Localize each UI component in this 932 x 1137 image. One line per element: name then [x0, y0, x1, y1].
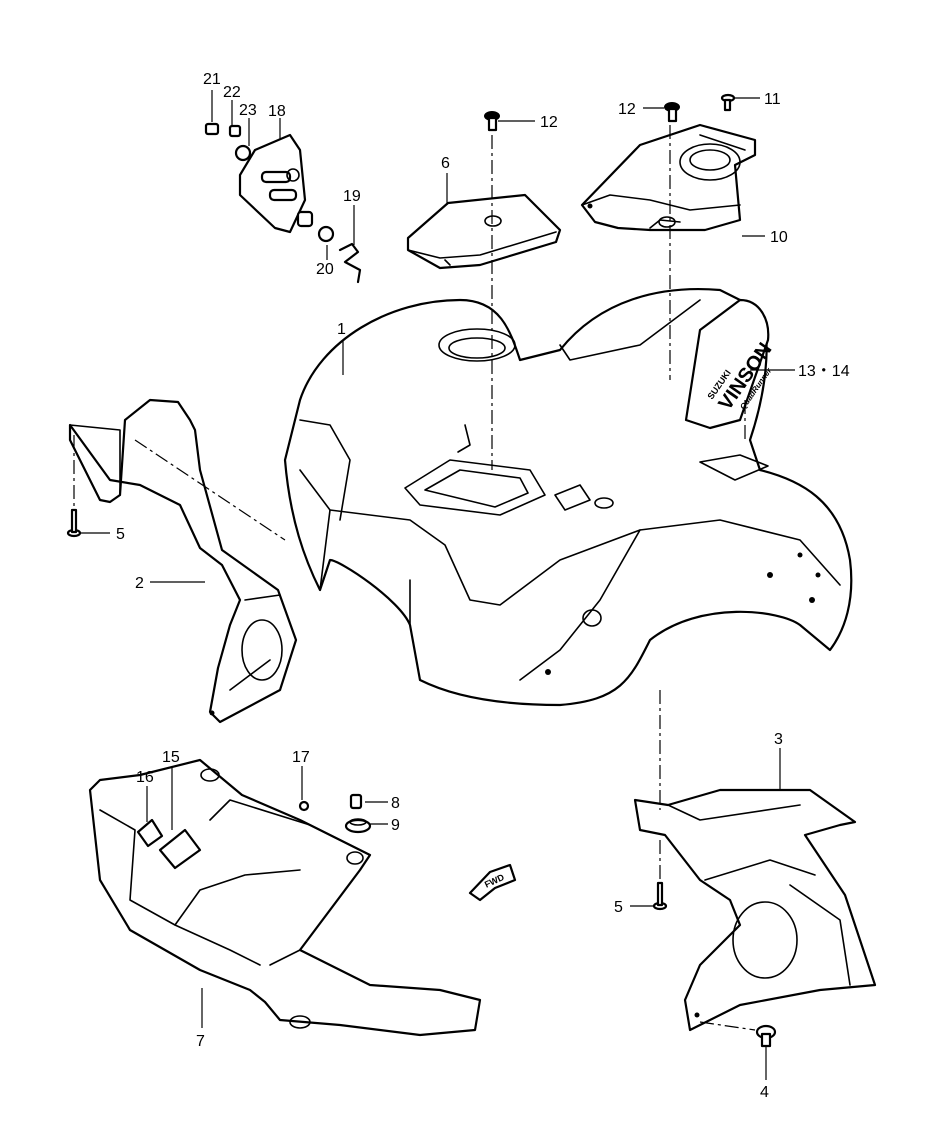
leader-lines — [80, 90, 795, 1080]
left-mudguard — [68, 398, 298, 724]
callout-23: 23 — [239, 102, 257, 119]
callout-15: 15 — [162, 749, 180, 766]
callout-7: 7 — [196, 1033, 205, 1050]
callout-12a: 12 — [540, 114, 558, 131]
callout-19: 19 — [343, 188, 361, 205]
right-mudguard — [633, 788, 877, 1032]
bracket-assembly — [204, 122, 362, 284]
nut-17 — [298, 800, 310, 812]
callout-5b: 5 — [614, 899, 623, 916]
callout-6: 6 — [441, 155, 450, 172]
callout-13-14: 13・14 — [798, 363, 850, 380]
callout-11: 11 — [764, 91, 781, 108]
callout-22: 22 — [223, 84, 241, 101]
callout-8: 8 — [391, 795, 400, 812]
front-bumper — [88, 758, 482, 1037]
screw-12-b — [664, 102, 680, 123]
callout-17: 17 — [292, 749, 310, 766]
screw-12-a — [484, 111, 500, 132]
callout-18: 18 — [268, 103, 286, 120]
callout-2: 2 — [135, 575, 144, 592]
callout-10: 10 — [770, 229, 788, 246]
callout-20: 20 — [316, 261, 334, 278]
screw-5-a — [66, 508, 82, 538]
grommet-9 — [344, 818, 372, 834]
assembly-lines — [73, 125, 756, 1031]
callout-21: 21 — [203, 71, 221, 88]
callout-12b: 12 — [618, 101, 636, 118]
callout-1: 1 — [337, 321, 346, 338]
cover-plate — [406, 193, 562, 270]
callout-4: 4 — [760, 1084, 769, 1101]
nut-8 — [349, 793, 363, 810]
callout-5a: 5 — [116, 526, 125, 543]
callout-labels: 1 2 3 4 5 5 6 7 8 9 10 11 12 12 13・14 15… — [116, 71, 850, 1101]
callout-3: 3 — [774, 731, 783, 748]
screw-5-b — [652, 881, 668, 911]
callout-16: 16 — [136, 769, 154, 786]
callout-9: 9 — [391, 817, 400, 834]
forward-direction-arrow: FWD — [468, 863, 517, 902]
screw-11 — [720, 93, 736, 112]
bumper-plate — [136, 818, 202, 870]
bolt-4 — [755, 1024, 777, 1048]
handlebar-cover — [580, 123, 757, 232]
